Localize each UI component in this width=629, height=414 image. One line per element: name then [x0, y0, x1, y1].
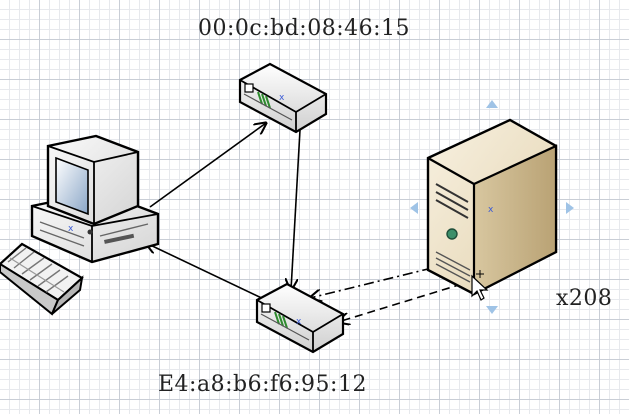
resize-handle-down-icon [486, 306, 498, 314]
edge-server-to-switch-dashed[interactable] [338, 283, 463, 322]
resize-handle-right-icon [566, 202, 574, 214]
resize-handle-up-icon [486, 100, 498, 108]
svg-text:x: x [296, 317, 302, 327]
connectors [146, 123, 463, 322]
svg-text:x: x [68, 224, 74, 234]
server-tower-icon[interactable]: x [426, 118, 558, 296]
edge-switch-bottom-to-computer[interactable] [146, 243, 271, 303]
selection-handles[interactable] [410, 100, 574, 314]
mac-address-label-top: 00:0c:bd:08:46:15 [198, 16, 411, 41]
network-switch-icon[interactable]: x [238, 62, 328, 134]
edge-computer-to-switch-top[interactable] [149, 123, 266, 208]
edge-switch-top-to-switch-bottom[interactable] [291, 129, 301, 290]
svg-text:x: x [279, 93, 285, 103]
network-switch-icon[interactable]: x [255, 282, 345, 354]
mouse-pointer-icon [471, 270, 489, 301]
resize-handle-left-icon [410, 202, 418, 214]
svg-text:x: x [488, 205, 494, 215]
keyboard-icon [0, 242, 84, 316]
desktop-computer-icon[interactable]: x [0, 134, 160, 316]
server-count-label: x208 [556, 286, 613, 311]
mac-address-label-bottom: E4:a8:b6:f6:95:12 [158, 372, 367, 397]
edge-server-to-switch-dashdot[interactable] [310, 267, 433, 298]
